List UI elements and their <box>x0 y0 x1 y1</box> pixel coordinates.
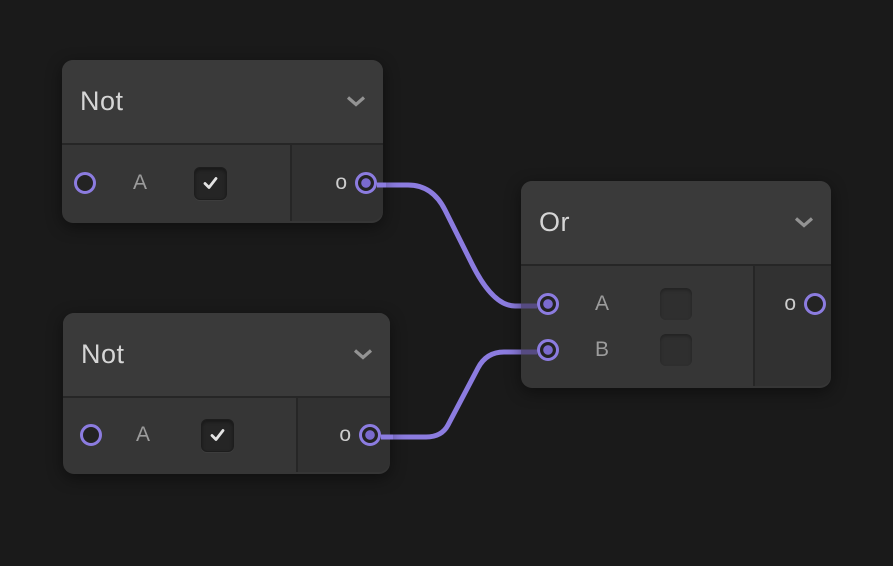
checkbox-checked[interactable] <box>201 418 234 452</box>
outputs-column: o <box>753 266 831 386</box>
input-row: A <box>62 166 290 200</box>
output-socket[interactable] <box>804 293 826 315</box>
output-label: o <box>335 171 347 194</box>
output-socket[interactable] <box>359 424 381 446</box>
checkbox-disabled <box>660 288 692 320</box>
node-header[interactable]: Not <box>62 60 383 145</box>
inputs-column: A B <box>521 266 753 386</box>
input-socket[interactable] <box>537 339 559 361</box>
output-socket[interactable] <box>355 172 377 194</box>
node-title: Not <box>80 86 124 116</box>
node-title: Not <box>81 339 125 369</box>
node-not-1[interactable]: Not A o <box>62 60 383 223</box>
output-row: o <box>292 171 383 195</box>
input-row: B <box>521 327 753 373</box>
inputs-column: A <box>62 145 290 221</box>
chevron-down-icon[interactable] <box>793 216 815 229</box>
input-socket[interactable] <box>80 424 102 446</box>
outputs-column: o <box>296 398 390 472</box>
node-header[interactable]: Or <box>521 181 831 266</box>
node-title: Or <box>539 207 570 237</box>
output-label: o <box>339 423 351 446</box>
node-or-1[interactable]: Or A B o <box>521 181 831 388</box>
input-row: A <box>63 418 296 452</box>
outputs-column: o <box>290 145 383 221</box>
node-body: A o <box>63 398 390 472</box>
checkbox-checked[interactable] <box>194 166 227 200</box>
node-body: A B o <box>521 266 831 386</box>
node-not-2[interactable]: Not A o <box>63 313 390 474</box>
input-socket[interactable] <box>74 172 96 194</box>
checkmark-icon <box>203 177 218 189</box>
output-label: o <box>784 292 796 315</box>
node-body: A o <box>62 145 383 221</box>
output-row: o <box>755 281 831 327</box>
input-label: A <box>132 171 147 194</box>
input-row: A <box>521 281 753 327</box>
chevron-down-icon[interactable] <box>345 95 367 108</box>
chevron-down-icon[interactable] <box>352 348 374 361</box>
input-label: A <box>594 292 609 315</box>
output-row: o <box>298 423 390 447</box>
node-header[interactable]: Not <box>63 313 390 398</box>
input-socket[interactable] <box>537 293 559 315</box>
input-label: B <box>594 338 609 361</box>
inputs-column: A <box>63 398 296 472</box>
checkbox-disabled <box>660 334 692 366</box>
checkmark-icon <box>210 429 225 441</box>
input-label: A <box>135 423 150 446</box>
